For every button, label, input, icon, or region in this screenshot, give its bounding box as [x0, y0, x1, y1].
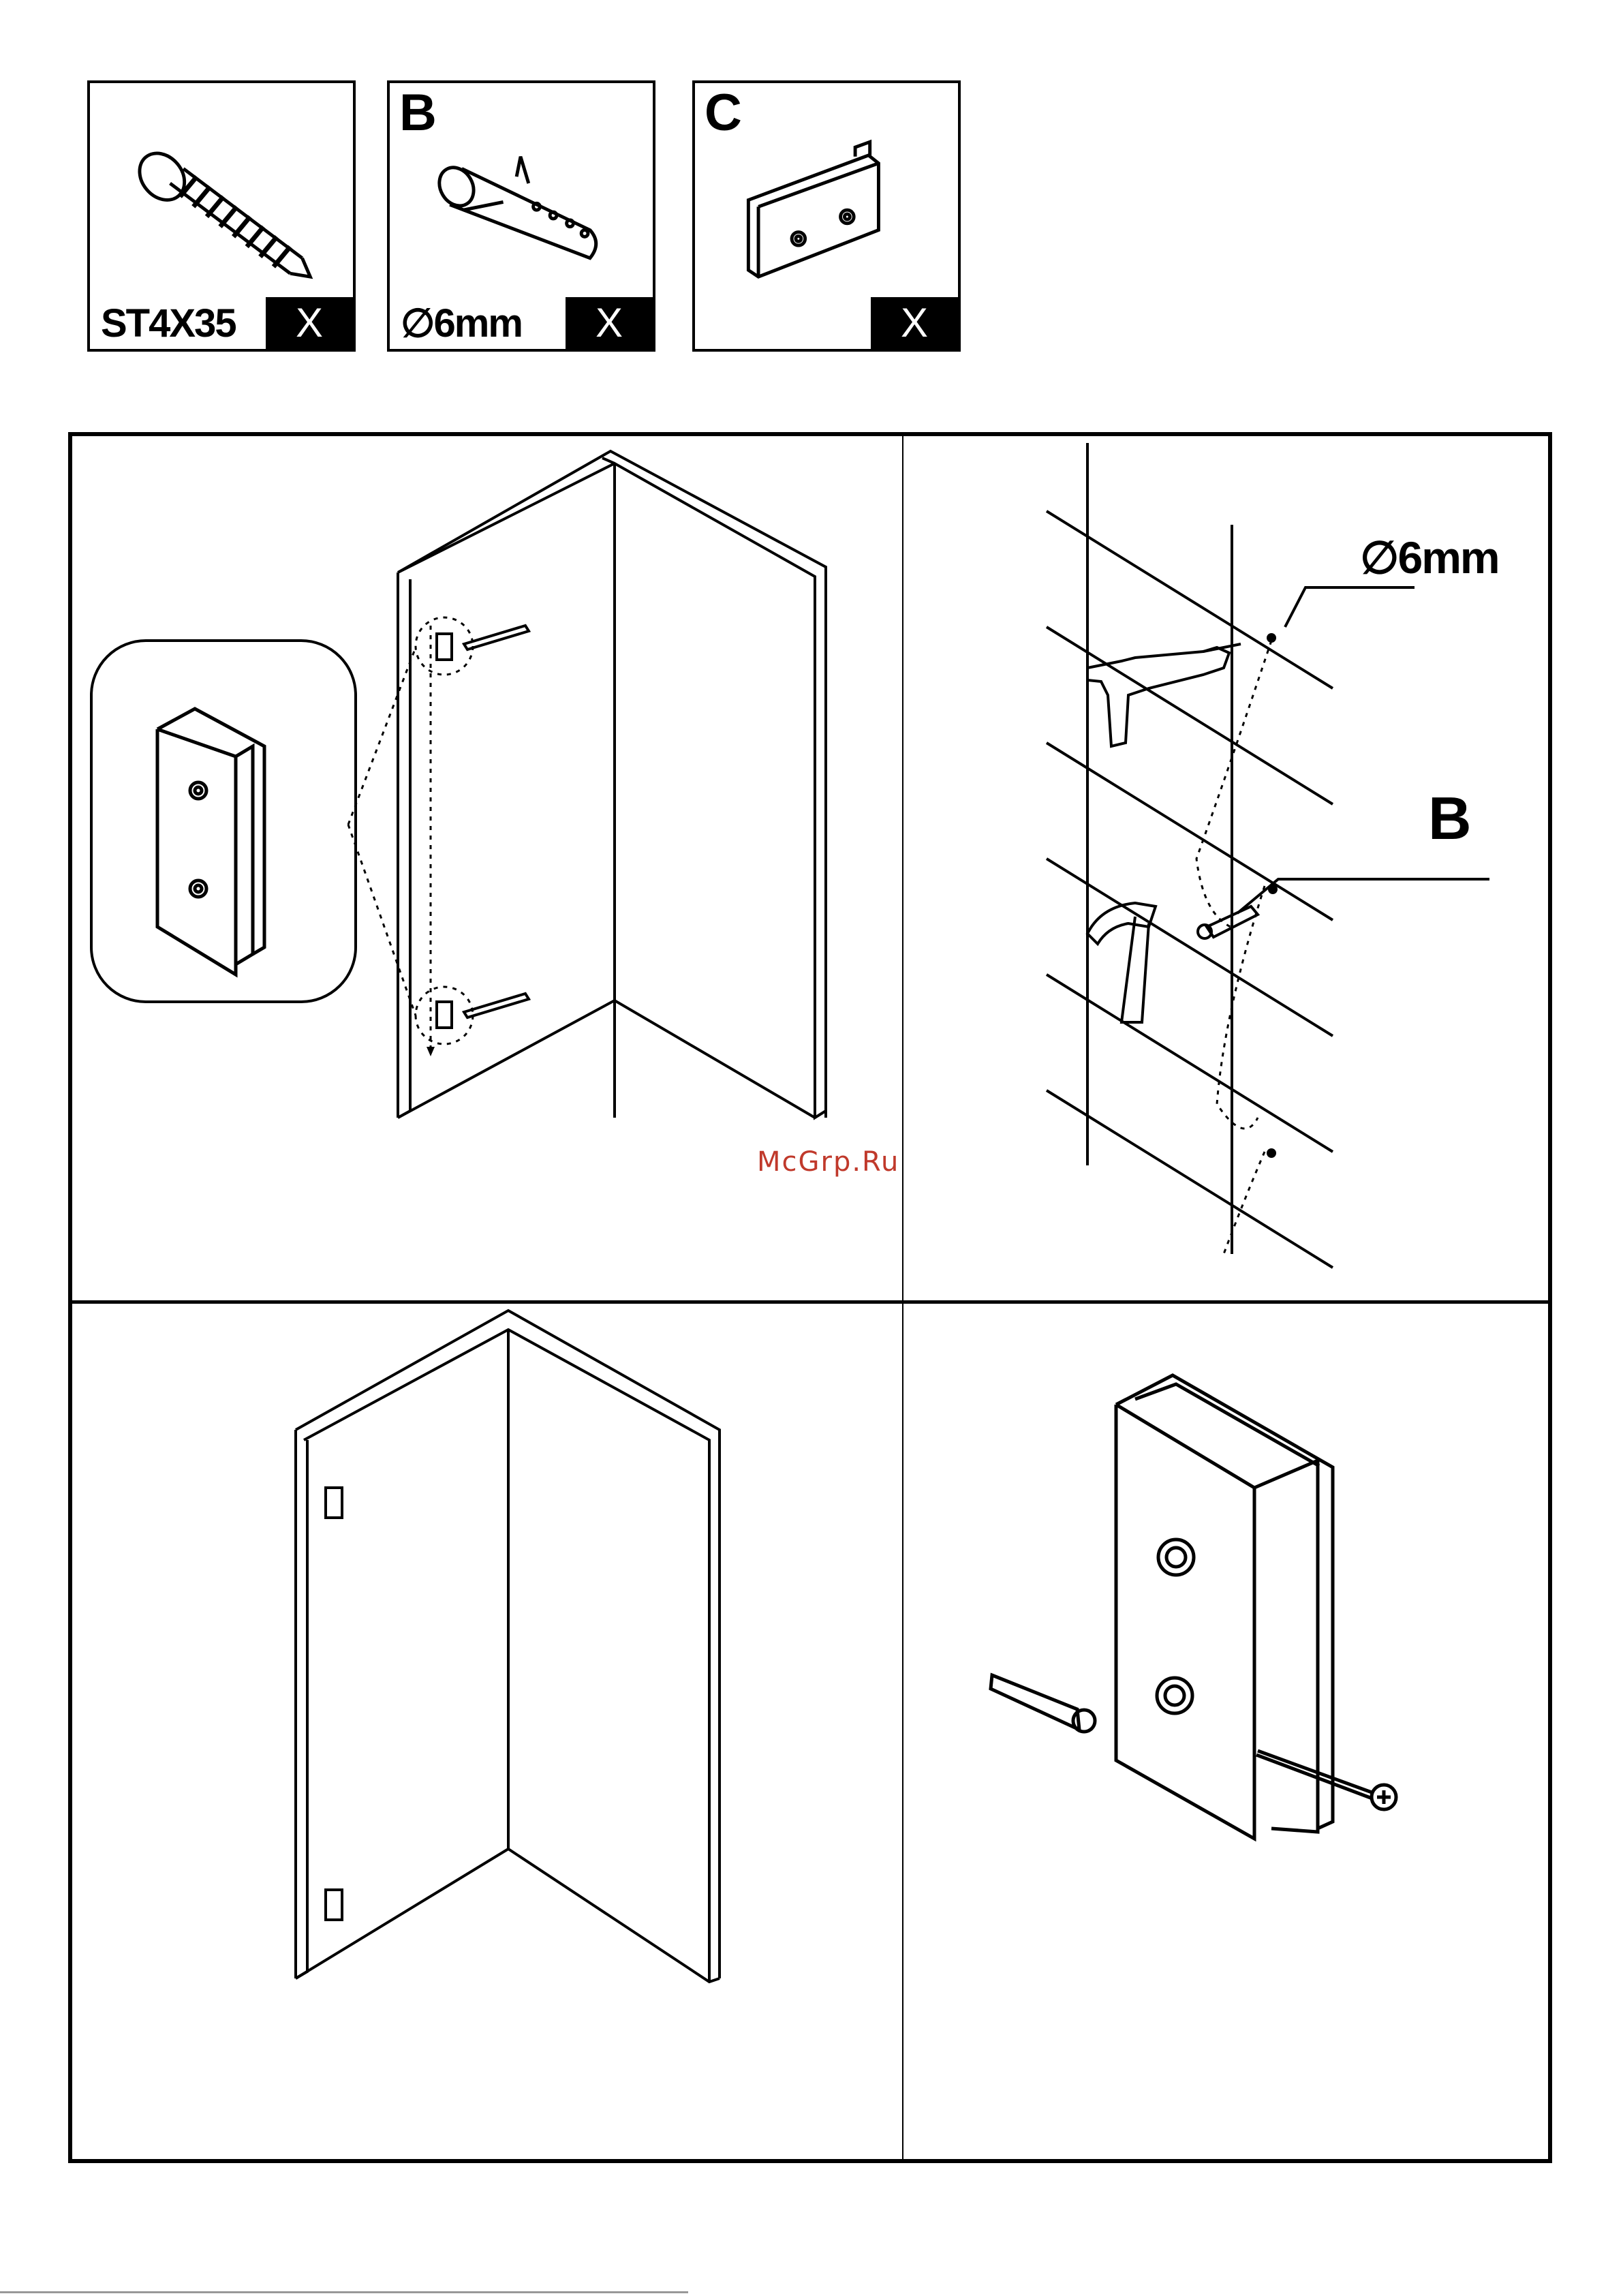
drill-diameter-label: ∅6mm: [1360, 532, 1499, 584]
clamp-screw-illustration: [903, 1304, 1552, 2159]
part-b-label: B: [1428, 784, 1472, 853]
quantity-badge: X: [871, 297, 958, 349]
step-fix-clamp: [903, 1304, 1552, 2159]
step-drill-and-plug: ∅6mm B: [903, 436, 1552, 1300]
quantity-badge: X: [566, 297, 653, 349]
footer-rule: [0, 2291, 688, 2293]
part-box-c: C X: [692, 80, 961, 352]
part-label-screw: ST4X35: [101, 304, 236, 343]
watermark: McGrp.Ru: [757, 1146, 899, 1178]
wall-corner-mounted-illustration: [72, 1304, 902, 2159]
step-mark-positions: McGrp.Ru: [72, 436, 902, 1300]
instruction-grid: McGrp.Ru: [68, 432, 1552, 2163]
quantity-badge: X: [266, 297, 353, 349]
part-box-b: B ∅6mm X: [387, 80, 655, 352]
part-box-a: ST4X35 X: [87, 80, 356, 352]
part-label-plug: ∅6mm: [401, 304, 522, 343]
step-clamps-mounted: [72, 1304, 902, 2159]
